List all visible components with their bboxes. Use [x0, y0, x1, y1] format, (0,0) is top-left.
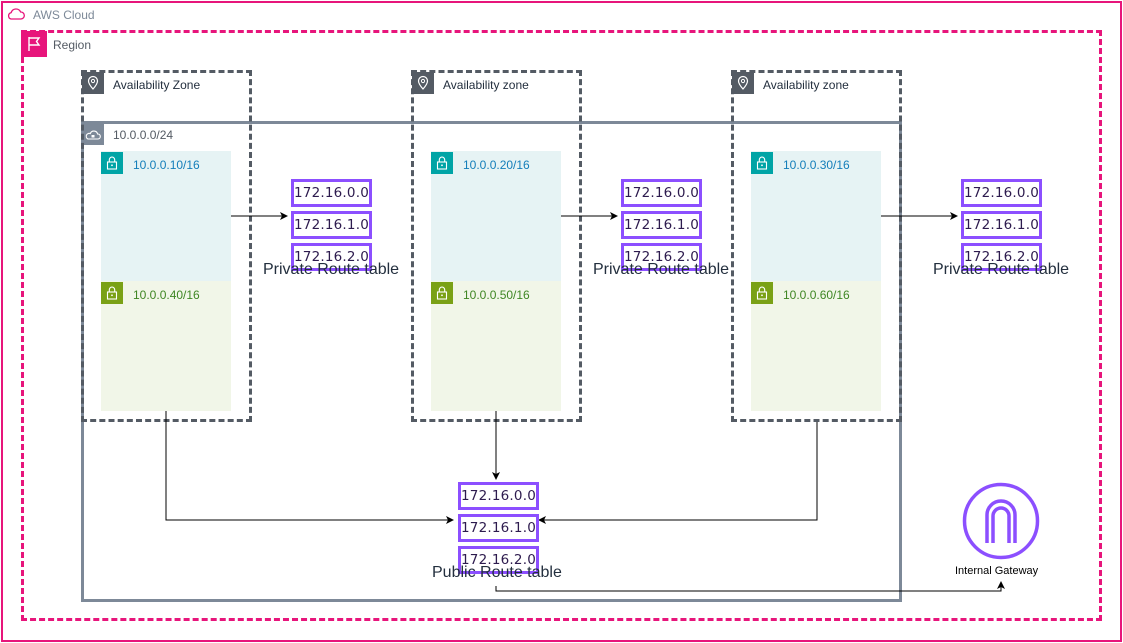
region-group: [21, 30, 1102, 621]
connector-gateway: [495, 581, 1005, 592]
route-entry: 172.16.0.0: [291, 179, 372, 207]
internet-gateway-icon: [961, 481, 1041, 566]
private-route-table-3: 172.16.0.0 172.16.1.0 172.16.2.0: [961, 179, 1042, 271]
route-entry: 172.16.0.0: [961, 179, 1042, 207]
route-entry: 172.16.1.0: [291, 211, 372, 239]
region-label: Region: [53, 38, 92, 52]
route-entry: 172.16.2.0: [621, 243, 702, 271]
az-pin-icon: [82, 72, 104, 94]
route-entry: 172.16.1.0: [961, 211, 1042, 239]
route-entry: 172.16.2.0: [291, 243, 372, 271]
aws-cloud-label: AWS Cloud: [33, 8, 95, 22]
public-subnet-cidr: 10.0.0.50/16: [463, 288, 530, 302]
public-route-table-title: Public Route table: [432, 564, 562, 581]
private-subnet-cidr: 10.0.0.10/16: [133, 158, 200, 172]
az-pin-icon: [412, 72, 434, 94]
public-subnet-cidr: 10.0.0.60/16: [783, 288, 850, 302]
private-subnet-lock-icon: [101, 152, 123, 174]
az-label-3: Availability zone: [763, 78, 849, 92]
public-route-table: 172.16.0.0 172.16.1.0 172.16.2.0: [458, 482, 539, 574]
private-subnet-cidr: 10.0.0.30/16: [783, 158, 850, 172]
vpc-lock-icon: [82, 123, 104, 145]
cloud-icon: [6, 6, 26, 27]
az-label-1: Availability Zone: [113, 78, 201, 92]
vpc-cidr-label: 10.0.0.0/24: [113, 128, 174, 142]
private-route-table-title: Private Route table: [933, 261, 1070, 278]
route-entry: 172.16.1.0: [458, 514, 539, 542]
private-subnet-cidr: 10.0.0.20/16: [463, 158, 530, 172]
private-route-table-2: 172.16.0.0 172.16.1.0 172.16.2.0: [621, 179, 702, 271]
public-subnet-lock-icon: [101, 282, 123, 304]
private-subnet-lock-icon: [431, 152, 453, 174]
az-pin-icon: [732, 72, 754, 94]
az-label-2: Availability zone: [443, 78, 529, 92]
private-subnet-lock-icon: [751, 152, 773, 174]
route-entry: 172.16.1.0: [621, 211, 702, 239]
private-route-table-title: Private Route table: [593, 261, 730, 278]
region-flag-icon: [21, 31, 47, 57]
connector-public-1: [165, 411, 454, 524]
public-subnet-lock-icon: [751, 282, 773, 304]
gateway-label: Internal Gateway: [955, 565, 1039, 577]
route-entry: 172.16.0.0: [458, 482, 539, 510]
private-route-table-title: Private Route table: [263, 261, 400, 278]
route-entry: 172.16.2.0: [458, 546, 539, 574]
route-entry: 172.16.2.0: [961, 243, 1042, 271]
private-route-table-1: 172.16.0.0 172.16.1.0 172.16.2.0: [291, 179, 372, 271]
connector-public-3: [538, 422, 818, 524]
availability-zone-3: [731, 70, 902, 422]
public-subnet-lock-icon: [431, 282, 453, 304]
public-subnet-cidr: 10.0.0.40/16: [133, 288, 200, 302]
route-entry: 172.16.0.0: [621, 179, 702, 207]
